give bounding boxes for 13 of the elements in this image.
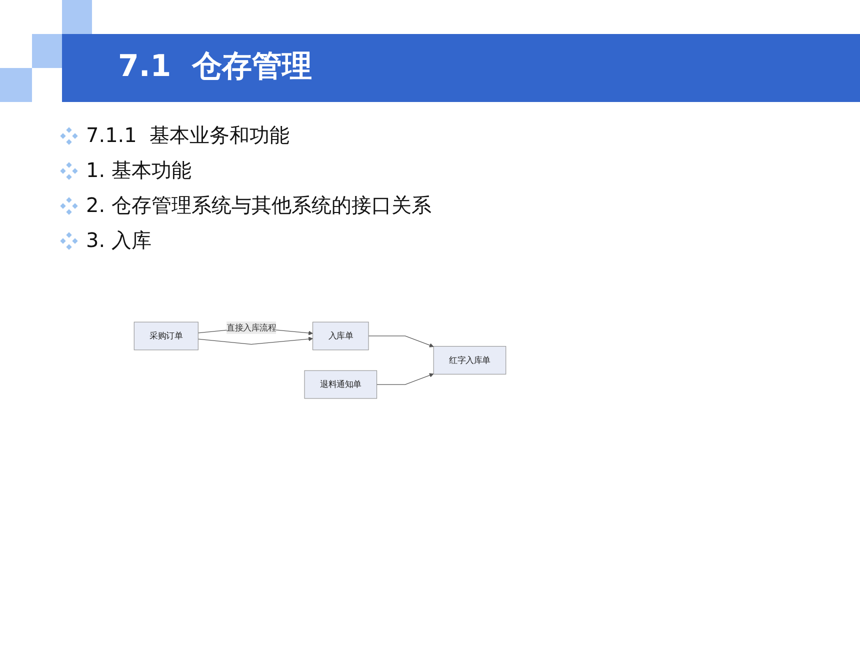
bullet-text: 1. 基本功能 <box>86 157 192 184</box>
node-box: 红字入库单 <box>433 346 506 374</box>
arrow <box>376 373 434 385</box>
bullet-text: 2. 仓存管理系统与其他系统的接口关系 <box>86 192 432 219</box>
edge-label: 直接入库流程 <box>226 322 276 332</box>
arrow <box>198 336 313 345</box>
node-box: 入库单 <box>312 322 369 350</box>
arrow <box>368 336 434 348</box>
node-box: 退料通知单 <box>304 370 378 399</box>
bullet-text: 3. 入库 <box>86 227 152 254</box>
bullet-text: 7.1.1 基本业务和功能 <box>86 122 290 149</box>
node-box: 采购订单 <box>134 322 198 350</box>
slide-title: 7.1 仓存管理 <box>118 48 312 86</box>
